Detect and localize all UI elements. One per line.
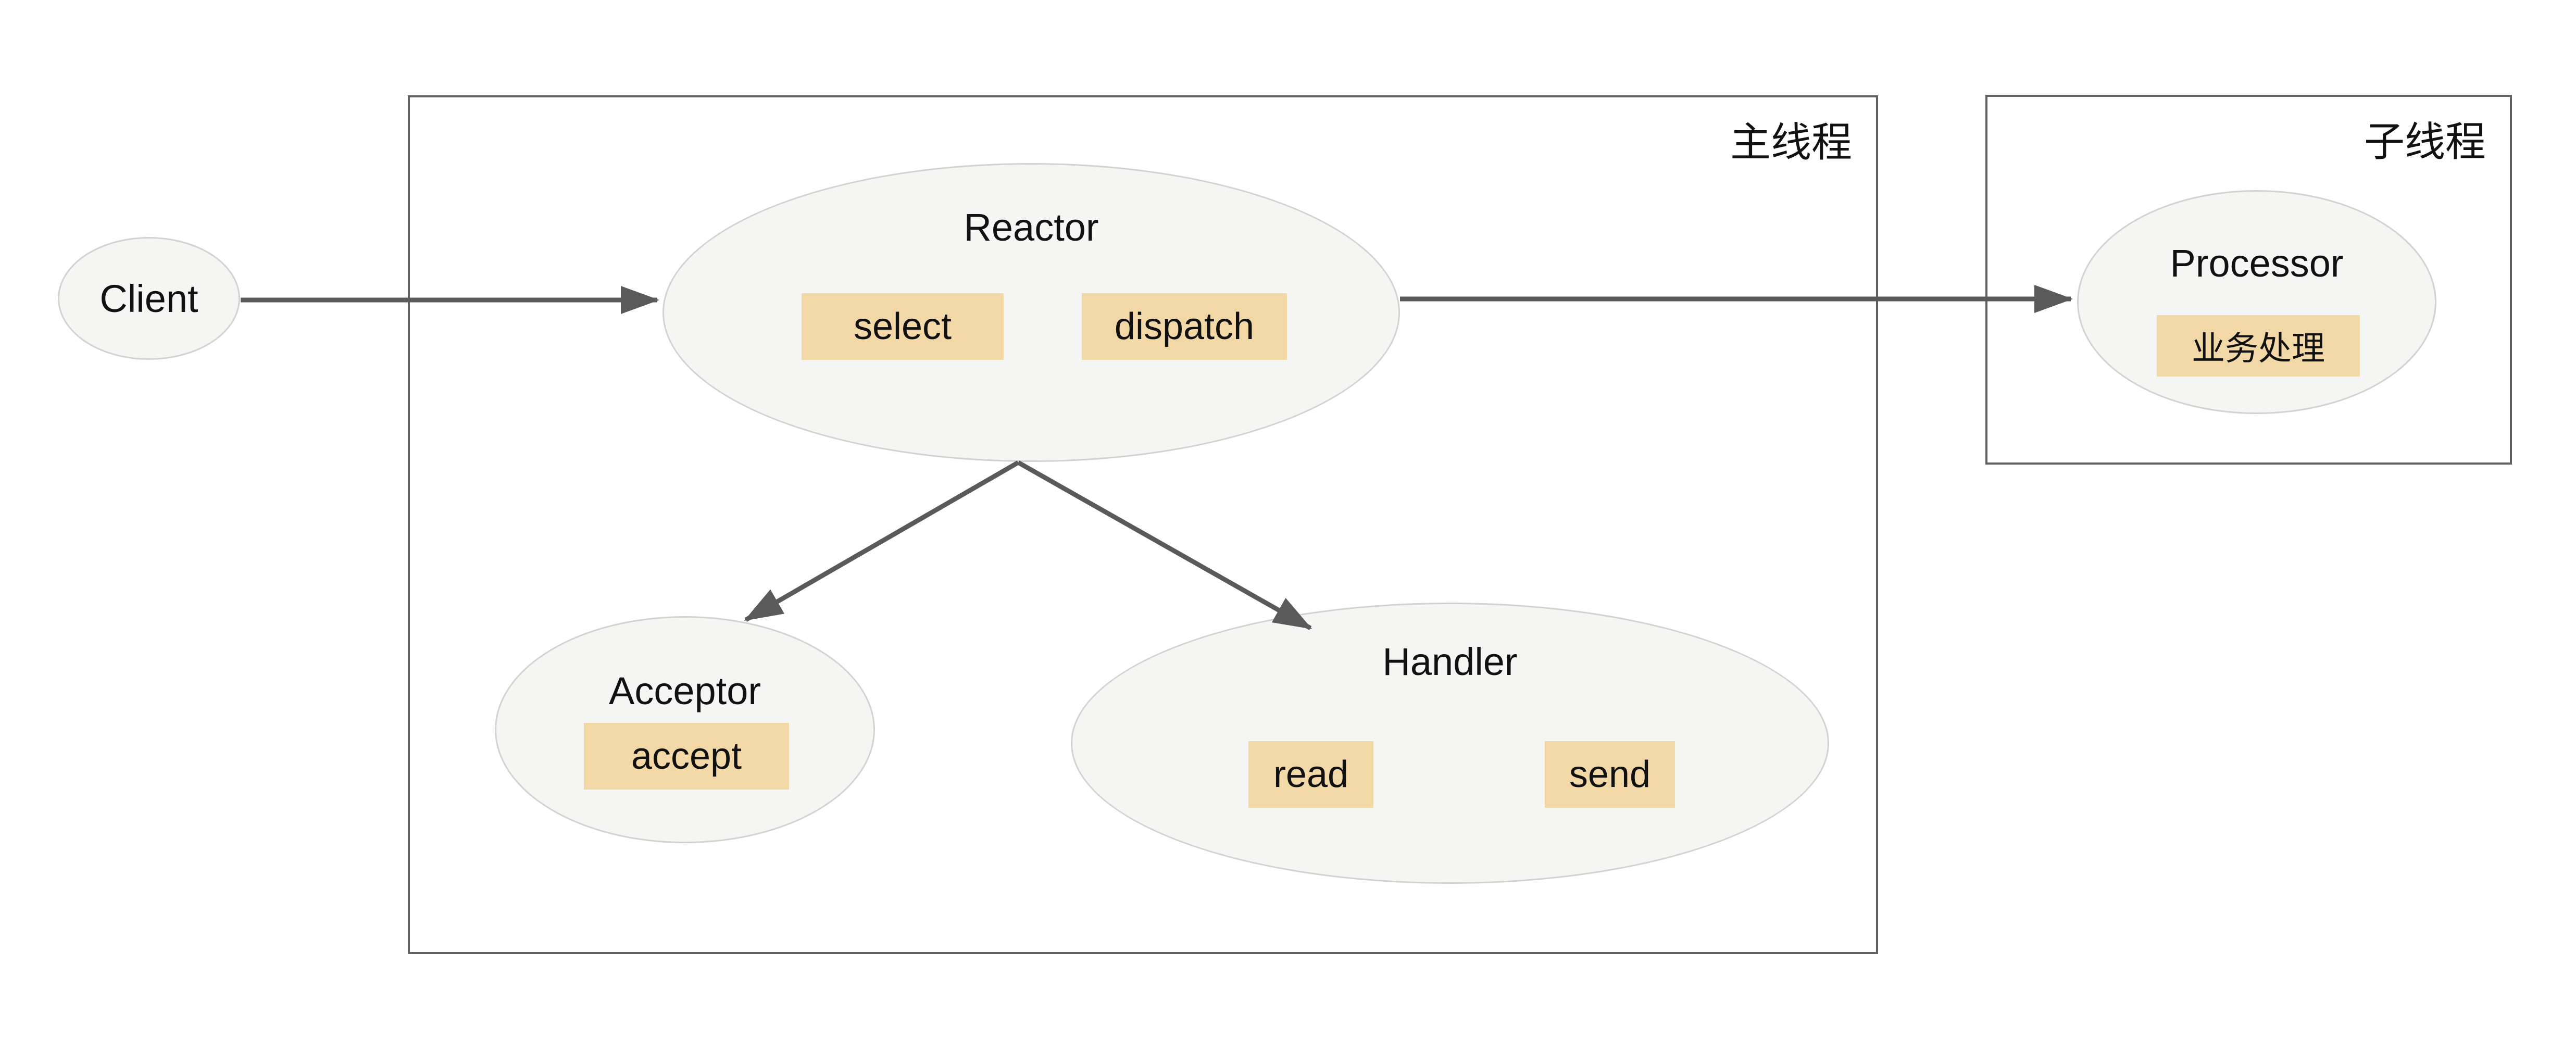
- processor-node: Processor 业务处理: [2077, 190, 2436, 414]
- client-node: Client: [58, 237, 240, 360]
- read-box: read: [1248, 741, 1373, 808]
- send-box: send: [1545, 741, 1675, 808]
- select-box: select: [802, 293, 1004, 360]
- client-label: Client: [99, 277, 198, 320]
- sub-thread-label: 子线程: [2364, 119, 2486, 165]
- processor-title: Processor: [2170, 242, 2344, 285]
- handler-node: Handler read send: [1071, 603, 1829, 884]
- accept-box: accept: [584, 723, 789, 790]
- acceptor-title: Acceptor: [608, 669, 761, 712]
- reactor-title: Reactor: [964, 206, 1099, 249]
- main-thread-label: 主线程: [1730, 119, 1852, 165]
- reactor-node: Reactor select dispatch: [662, 163, 1400, 462]
- business-processing-box: 业务处理: [2157, 315, 2360, 377]
- handler-title: Handler: [1382, 640, 1518, 683]
- acceptor-node: Acceptor accept: [495, 616, 875, 843]
- dispatch-box: dispatch: [1082, 293, 1287, 360]
